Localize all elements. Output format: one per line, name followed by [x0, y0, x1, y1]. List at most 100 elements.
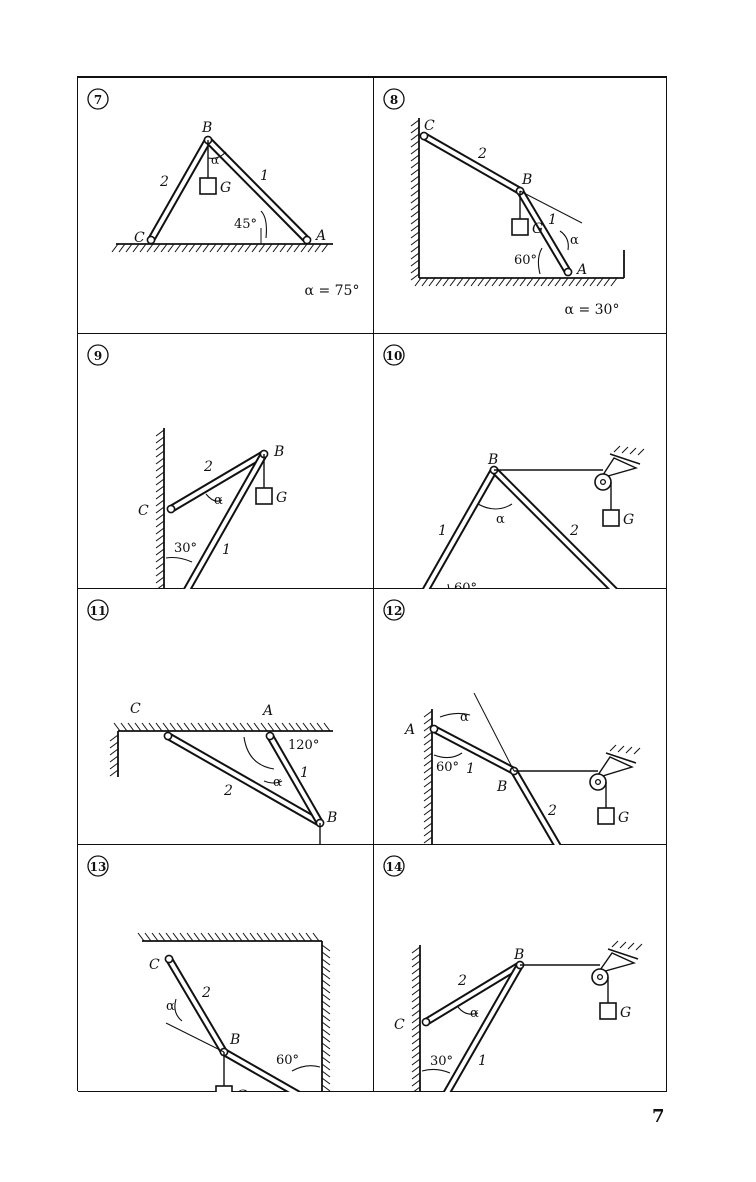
hatch-mark [148, 722, 156, 732]
hatch-mark [411, 974, 421, 982]
hatch-mark [423, 731, 433, 739]
hatch-mark [246, 722, 254, 732]
hatch-mark [423, 787, 433, 795]
rod-fill [169, 452, 266, 511]
hatch-mark [633, 747, 641, 755]
hatch-mark [169, 722, 177, 732]
pulley-bracket [599, 457, 639, 480]
hatch-mark [155, 541, 165, 549]
rod-fill [424, 963, 522, 1024]
problem-cell-9: 9GBCA21α30°α = 30° [78, 334, 374, 589]
rod [164, 732, 324, 827]
hatch-mark [477, 277, 485, 287]
problem-number: 14 [386, 860, 403, 874]
hatch-mark [155, 492, 165, 500]
extension-line [473, 692, 515, 772]
hatch-mark [428, 277, 436, 287]
hatch-mark [411, 1009, 421, 1017]
angle-label-alpha: α [496, 512, 505, 527]
hatch-mark [423, 836, 433, 844]
hatch-mark [321, 1021, 331, 1029]
hatch-mark [109, 748, 119, 756]
hatch-mark [321, 1049, 331, 1057]
hatch-mark [155, 569, 165, 577]
hatch-mark [321, 965, 331, 973]
load-label: G [220, 180, 231, 196]
hatch-mark [410, 217, 420, 225]
hatch-mark [456, 277, 464, 287]
hatch-mark [134, 722, 142, 732]
joint-label-c: C [134, 230, 145, 246]
hatch-mark [625, 746, 633, 754]
hatch-mark [242, 932, 250, 942]
hatch-mark [239, 722, 247, 732]
load-weight [255, 487, 273, 505]
hatch-mark [216, 243, 224, 253]
problem-number-badge [383, 344, 405, 366]
hatch-mark [423, 724, 433, 732]
hatch-mark [411, 1051, 421, 1059]
angle-label: 30° [174, 541, 197, 556]
hatch-mark [214, 932, 222, 942]
hatch-mark [321, 972, 331, 980]
hatch-mark [144, 932, 152, 942]
hatch-mark [410, 210, 420, 218]
hatch-mark [410, 189, 420, 197]
hatch-mark [305, 932, 313, 942]
rod [430, 725, 518, 775]
hatch-mark [314, 243, 322, 253]
bar-label-2: 2 [223, 783, 233, 799]
hatch-mark [111, 243, 119, 253]
hatch-mark [491, 277, 499, 287]
hatch-mark [230, 243, 238, 253]
angle-label-alpha: α [166, 999, 175, 1014]
hinge-pin [164, 954, 174, 964]
hatch-mark [172, 932, 180, 942]
rod-outline [182, 450, 268, 589]
angle-arc [477, 503, 513, 510]
rod-fill [149, 138, 210, 242]
hatch-mark [554, 277, 562, 287]
hatch-mark [120, 722, 128, 732]
hatch-mark [258, 243, 266, 253]
pulley-bracket [594, 756, 634, 780]
rod-fill [206, 138, 309, 242]
hatch-mark [411, 1002, 421, 1010]
bar-label-1: 1 [438, 523, 447, 539]
hatch-mark [321, 1063, 331, 1071]
hinge-pin [421, 1017, 431, 1027]
joint-label-c: C [138, 503, 149, 519]
joint-label-c: C [130, 701, 141, 717]
rod-fill [422, 134, 522, 193]
hatch-mark [232, 722, 240, 732]
problem-number: 10 [386, 349, 403, 363]
rod [442, 961, 524, 1092]
angle-arc [207, 151, 227, 159]
hatch-mark [421, 277, 429, 287]
hatch-mark [137, 932, 145, 942]
hatch-mark [519, 277, 527, 287]
hatch-mark [611, 940, 619, 948]
hatch-mark [410, 203, 420, 211]
extension-line [519, 190, 583, 224]
problem-number: 9 [94, 349, 102, 363]
hatch-mark [155, 548, 165, 556]
hatch-mark [621, 446, 629, 454]
angle-arc [447, 583, 450, 589]
hatch-mark [139, 243, 147, 253]
hatch-mark [321, 951, 331, 959]
hatch-mark [321, 1084, 331, 1092]
hatch-mark [321, 986, 331, 994]
hatch-mark [160, 243, 168, 253]
joint-label-a: A [261, 703, 273, 719]
angle-arc [165, 556, 193, 563]
hatch-mark [411, 946, 421, 954]
hatch-mark [410, 266, 420, 274]
hatch-mark [414, 277, 422, 287]
pulley-mount [605, 752, 637, 764]
hatch-mark [410, 182, 420, 190]
angle-condition: α = 75° [305, 283, 360, 299]
hatch-mark [270, 932, 278, 942]
